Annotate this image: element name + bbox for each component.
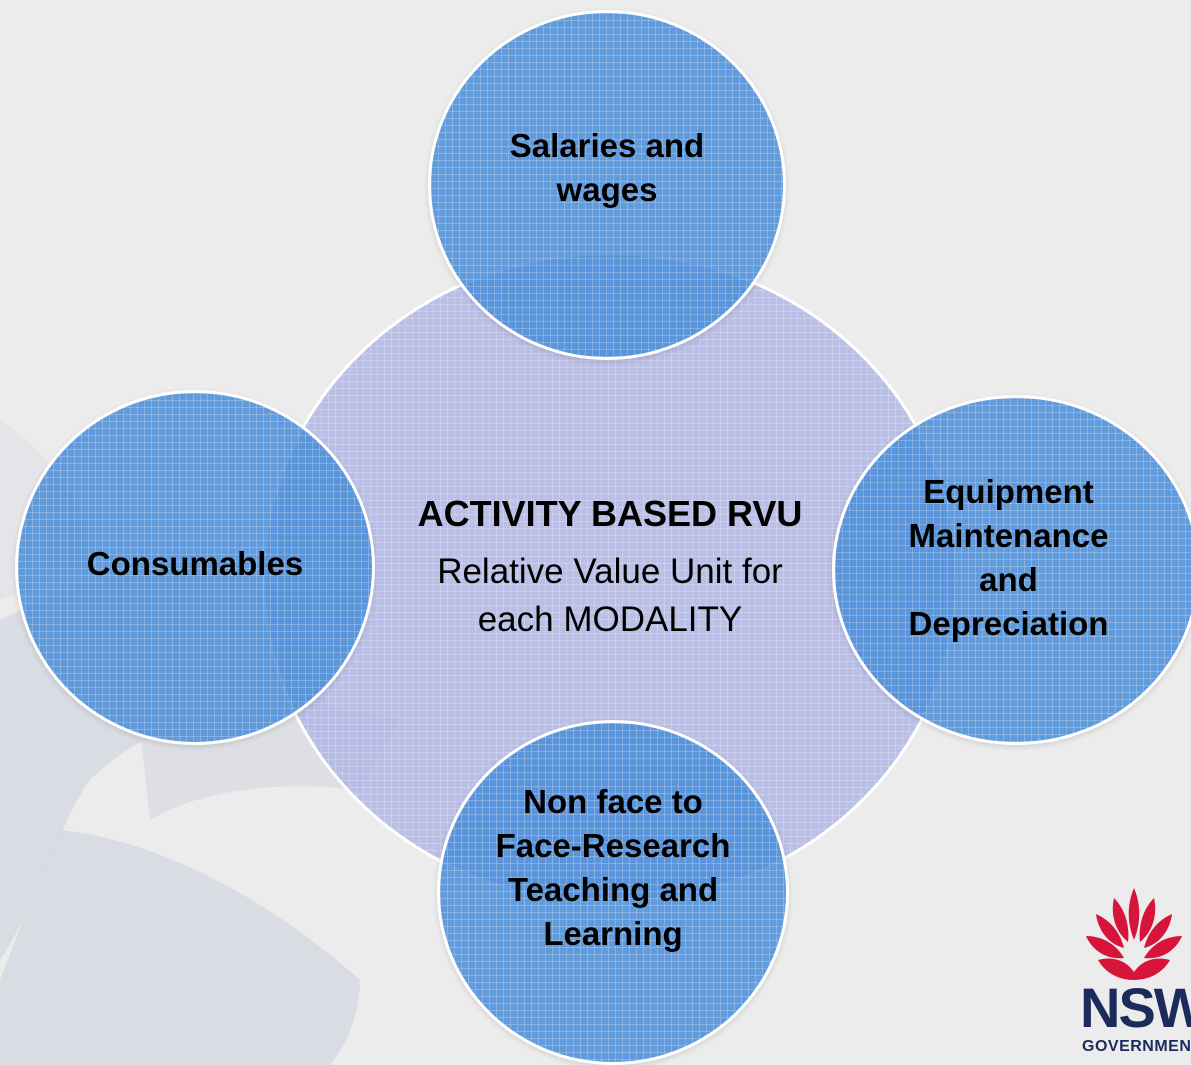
center-subtitle: Relative Value Unit for each MODALITY [437, 552, 783, 639]
satellite-salaries-label: Salaries and wages [509, 126, 705, 208]
satellite-non-face-to-face: Non face to Face-Research Teaching and L… [437, 720, 789, 1065]
logo-wordmark: NSW [1080, 976, 1191, 1039]
satellite-salaries: Salaries and wages [428, 10, 786, 360]
waratah-icon [1086, 888, 1182, 980]
satellite-equipment-label: Equipment Maintenance and Depreciation [908, 472, 1109, 642]
satellite-equipment: Equipment Maintenance and Depreciation [832, 395, 1191, 745]
center-text: ACTIVITY BASED RVU Relative Value Unit f… [360, 490, 860, 644]
center-title: ACTIVITY BASED RVU [417, 493, 803, 534]
logo-subtext: GOVERNMENT [1082, 1038, 1191, 1055]
satellite-non-face-to-face-label: Non face to Face-Research Teaching and L… [495, 782, 731, 952]
satellite-consumables-label: Consumables [86, 544, 304, 582]
nsw-government-logo: NSW GOVERNMENT [1078, 880, 1191, 1065]
satellite-consumables: Consumables [15, 390, 375, 745]
